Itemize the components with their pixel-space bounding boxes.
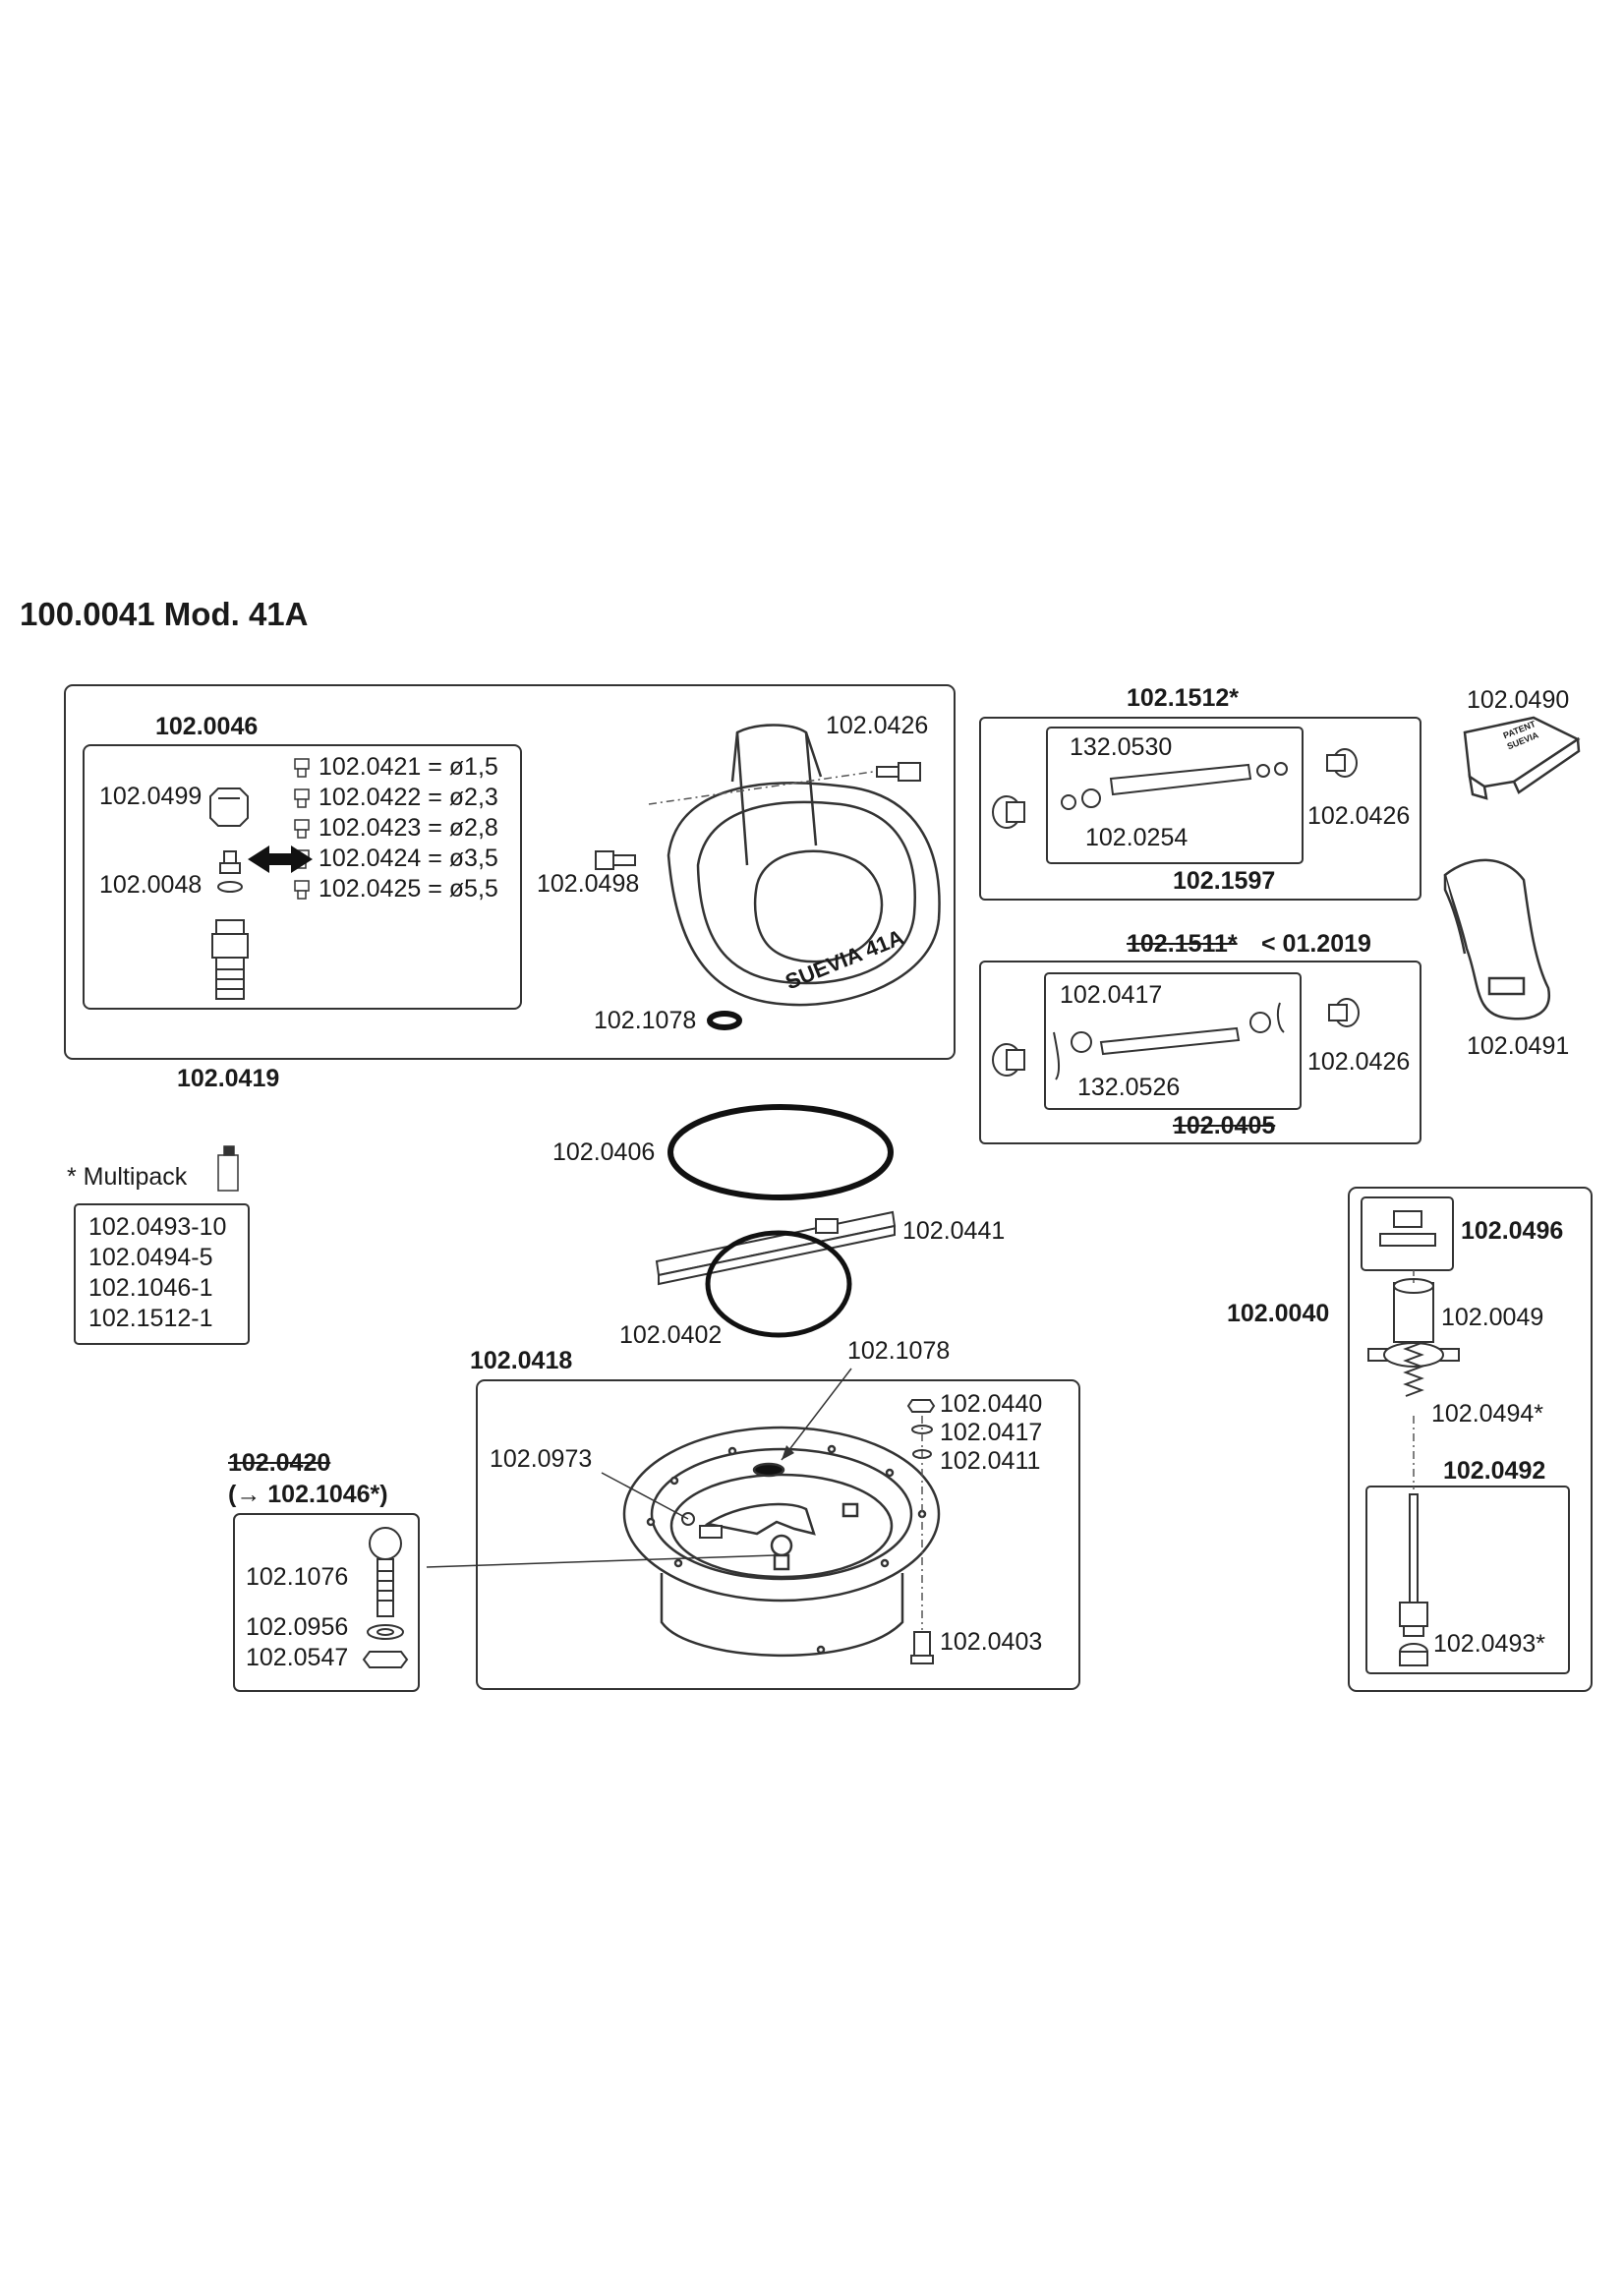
clamp-bar-drawing xyxy=(655,1210,897,1286)
nipple-label: 102.1076 xyxy=(246,1563,349,1591)
clamp-ring-label: 102.0402 xyxy=(619,1321,723,1349)
nipple-kit-frame xyxy=(233,1513,420,1692)
lever-kit-new-part-2: 102.0254 xyxy=(1085,824,1189,851)
valve-unit-drawing xyxy=(1367,1210,1460,1666)
clamp-label: 102.0441 xyxy=(902,1217,1006,1245)
page-title: 100.0041 Mod. 41A xyxy=(20,596,309,632)
valve-kit-frame xyxy=(83,744,522,1010)
bowl-gasket-label: 102.1078 xyxy=(594,1007,697,1034)
clamp-ring-drawing xyxy=(705,1230,852,1338)
nipple-nut-label: 102.0547 xyxy=(246,1644,349,1671)
housing-nut-stack xyxy=(906,1399,936,1459)
leader-line-gasket xyxy=(781,1368,852,1461)
lever-kit-old-frame xyxy=(979,961,1421,1144)
nipple-washer-label: 102.0956 xyxy=(246,1613,349,1641)
seal-ring-label: 102.0406 xyxy=(552,1138,656,1166)
lever-kit-old-inner-frame xyxy=(1044,972,1302,1110)
nozzle-label-4: 102.0424 = ø3,5 xyxy=(319,845,498,872)
lever-kit-old-sub-label: 102.0405 xyxy=(1173,1112,1276,1139)
nozzle-label-3: 102.0423 = ø2,8 xyxy=(319,814,498,842)
nipple-kit-drawing xyxy=(362,1527,409,1668)
lever-kit-new-part-3: 102.0426 xyxy=(1307,802,1411,830)
valve-spring-label: 102.0494* xyxy=(1431,1400,1544,1428)
lever-kit-old-drawing xyxy=(992,998,1360,1080)
housing-gasket-label: 102.1078 xyxy=(847,1337,951,1365)
housing-nut-label: 102.0440 xyxy=(940,1390,1043,1418)
valve-nut-part xyxy=(209,787,249,827)
nipple-kit-old-label: 102.0420 xyxy=(228,1449,331,1477)
housing-frame xyxy=(476,1379,1080,1690)
lever-kit-old-part-2: 132.0526 xyxy=(1077,1074,1181,1101)
housing-screw-part xyxy=(910,1631,934,1664)
nozzle-icons xyxy=(294,758,310,900)
housing-label: 102.0418 xyxy=(470,1347,573,1374)
housing-screw-small-label: 102.0973 xyxy=(490,1445,593,1473)
bowl-assembly-label: 102.0419 xyxy=(177,1065,280,1092)
housing-ring-label: 102.0411 xyxy=(940,1447,1041,1475)
multipack-item-4: 102.1512-1 xyxy=(88,1305,213,1332)
cover-b-label: 102.0491 xyxy=(1467,1032,1570,1060)
double-arrow-icon xyxy=(248,845,313,873)
housing-washer-label: 102.0417 xyxy=(940,1419,1043,1446)
multipack-item-3: 102.1046-1 xyxy=(88,1274,213,1302)
lever-kit-old-part-1: 102.0417 xyxy=(1060,981,1163,1009)
valve-top-frame xyxy=(1361,1196,1454,1271)
valve-unit-label: 102.0040 xyxy=(1227,1300,1330,1327)
valve-body-label: 102.0049 xyxy=(1441,1304,1544,1331)
nipple-to-housing-line xyxy=(426,1554,776,1568)
cover-part-b-drawing xyxy=(1443,858,1551,1020)
nozzle-label-5: 102.0425 = ø5,5 xyxy=(319,875,498,903)
bowl-bolt-part xyxy=(876,762,921,782)
lever-kit-new-label: 102.1512* xyxy=(1127,684,1240,712)
bowl-drawing xyxy=(667,724,941,1007)
lever-kit-old-label: 102.1511* xyxy=(1127,930,1238,958)
nipple-kit-new-label: (→ 102.1046*) xyxy=(228,1481,388,1508)
lever-kit-new-sub-label: 102.1597 xyxy=(1173,867,1276,895)
leader-line-screw xyxy=(601,1472,689,1520)
housing-screw-label: 102.0403 xyxy=(940,1628,1043,1656)
valve-nipple-part xyxy=(211,919,249,1000)
lever-kit-new-inner-frame xyxy=(1046,727,1304,864)
box-icon xyxy=(217,1145,239,1192)
lever-kit-old-part-3: 102.0426 xyxy=(1307,1048,1411,1076)
lever-kit-new-frame xyxy=(979,717,1421,901)
valve-unit-frame xyxy=(1348,1187,1593,1692)
seal-ring-drawing xyxy=(667,1104,894,1200)
lever-kit-new-part-1: 132.0530 xyxy=(1070,733,1173,761)
valve-sub-frame xyxy=(1365,1486,1570,1674)
housing-drawing xyxy=(622,1426,941,1658)
valve-seal-label: 102.0493* xyxy=(1433,1630,1546,1658)
cover-part-a-drawing xyxy=(1463,716,1581,800)
valve-kit-label: 102.0046 xyxy=(155,713,259,740)
lever-kit-old-date: < 01.2019 xyxy=(1261,930,1371,958)
bowl-screw-part xyxy=(595,850,636,870)
valve-insert-part xyxy=(217,850,243,893)
lever-kit-new-drawing xyxy=(992,748,1358,829)
nozzle-label-1: 102.0421 = ø1,5 xyxy=(319,753,498,781)
valve-top-label: 102.0496 xyxy=(1461,1217,1564,1245)
bowl-screw-label: 102.0498 xyxy=(537,870,640,898)
multipack-item-2: 102.0494-5 xyxy=(88,1244,213,1271)
bolt-axis-line xyxy=(648,771,874,805)
bowl-bolt-label: 102.0426 xyxy=(826,712,929,739)
valve-sub-label: 102.0492 xyxy=(1443,1457,1546,1485)
multipack-frame xyxy=(74,1203,250,1345)
bowl-gasket-part xyxy=(707,1011,742,1030)
nozzle-label-2: 102.0422 = ø2,3 xyxy=(319,784,498,811)
cover-a-label: 102.0490 xyxy=(1467,686,1570,714)
bowl-assembly-frame xyxy=(64,684,956,1060)
valve-nut-label: 102.0499 xyxy=(99,783,203,810)
valve-insert-label: 102.0048 xyxy=(99,871,203,899)
multipack-item-1: 102.0493-10 xyxy=(88,1213,227,1241)
multipack-heading: * Multipack xyxy=(67,1163,188,1191)
